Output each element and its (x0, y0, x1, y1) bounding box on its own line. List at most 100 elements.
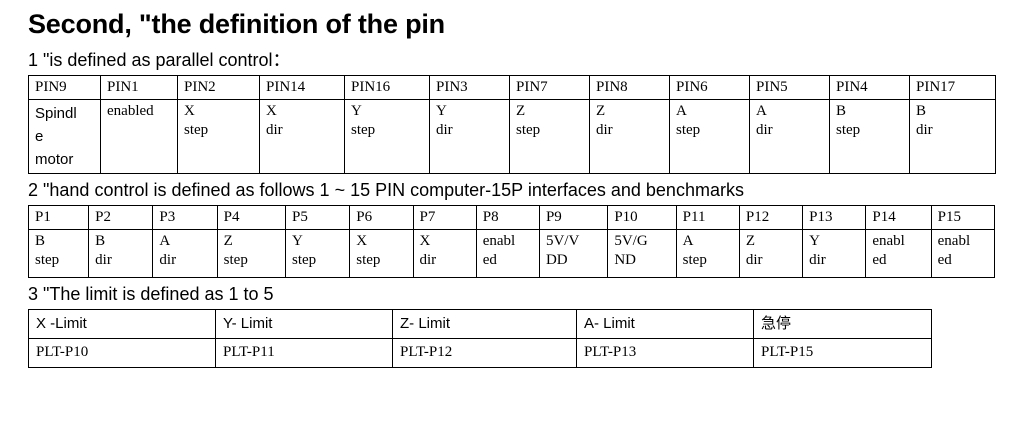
section-heading-parallel: 1 "is defined as parallel control： (28, 50, 291, 70)
cell-line: step (184, 122, 209, 138)
table-cell: B dir (88, 229, 154, 278)
table-row-header: X -Limit Y- Limit Z- Limit A- Limit 急停 (28, 309, 932, 339)
cell-line: DD (545, 252, 568, 268)
cell-line: step (516, 122, 541, 138)
cell-line: Z (745, 233, 756, 249)
table-cell: Z dir (589, 99, 670, 174)
table-header-cell: PIN6 (669, 75, 750, 100)
table-header-cell: Y- Limit (215, 309, 393, 339)
table-cell: PLT-P13 (576, 338, 754, 368)
table-cell: Y step (285, 229, 351, 278)
table-cell: 5V/V DD (538, 229, 609, 278)
table-cell: B step (829, 99, 910, 174)
table-header-cell: P2 (88, 205, 154, 230)
cell-line: dir (436, 122, 453, 138)
cell-line: dir (159, 252, 177, 268)
document-body: Second, "the definition of the pin 1 "is… (27, 0, 996, 368)
cell-line: Z (223, 233, 233, 249)
table-cell: PLT-P10 (28, 338, 216, 368)
table-header-cell: PIN9 (28, 75, 101, 100)
table-header-cell: P15 (930, 205, 996, 230)
cell-line: Y (351, 103, 362, 119)
table-cell: X dir (412, 229, 477, 278)
cell-line: dir (756, 122, 773, 138)
cell-line: Z (596, 103, 606, 119)
page-title: Second, "the definition of the pin (28, 9, 445, 39)
table-row-header: PIN9 PIN1 PIN2 PIN14 PIN16 PIN3 PIN7 PIN… (28, 75, 996, 100)
table-row: Spindl e motor enabled X step X dir Y (28, 99, 996, 174)
handcontrol-pin-table: P1 P2 P3 P4 P5 P6 P7 P8 P9 P10 P11 P12 P… (27, 205, 996, 278)
section-heading-limit: 3 "The limit is defined as 1 to 5 (28, 284, 274, 304)
table-header-cell: P6 (349, 205, 414, 230)
table-cell: enabled (100, 99, 178, 174)
cell-line: dir (419, 252, 437, 268)
cell-line: A (756, 103, 767, 119)
cell-line: step (356, 252, 381, 268)
cell-line: dir (266, 122, 283, 138)
table-header-cell: P5 (285, 205, 351, 230)
cell-line: step (223, 252, 248, 268)
table-header-cell: A- Limit (576, 309, 754, 339)
table-cell: PLT-P12 (392, 338, 577, 368)
section-heading-handcontrol: 2 "hand control is defined as follows 1 … (28, 180, 744, 200)
cell-line: dir (745, 252, 763, 268)
table-cell: PLT-P11 (215, 338, 393, 368)
cell-line: motor (35, 151, 74, 168)
table-cell: Y dir (429, 99, 510, 174)
table-cell: Y dir (802, 229, 867, 278)
table-header-cell: PIN5 (749, 75, 830, 100)
cell-line: B (836, 103, 847, 119)
table-cell: A dir (749, 99, 830, 174)
cell-line: step (292, 252, 317, 268)
cell-line: Y (436, 103, 447, 119)
cell-line: dir (95, 252, 112, 268)
table-header-cell: PIN17 (909, 75, 996, 100)
table-cell: X dir (259, 99, 345, 174)
table-header-cell: P11 (675, 205, 740, 230)
table-header-cell: PIN4 (829, 75, 910, 100)
cell-line: dir (596, 122, 613, 138)
table-cell: X step (349, 229, 414, 278)
limit-switch-table: X -Limit Y- Limit Z- Limit A- Limit 急停 P… (28, 309, 932, 368)
cell-line: A (676, 103, 687, 119)
table-cell: B dir (909, 99, 996, 174)
cell-line: enabl (872, 233, 905, 249)
cell-line: B (35, 233, 46, 249)
cell-line: A (159, 233, 171, 249)
cell-line: A (682, 233, 694, 249)
cell-line: step (351, 122, 376, 138)
table-cell: Y step (344, 99, 430, 174)
cell-line: ed (482, 252, 497, 268)
cell-line: enabl (937, 233, 971, 249)
table-header-cell: P12 (738, 205, 804, 230)
table-header-cell: P3 (152, 205, 218, 230)
table-cell: A dir (152, 229, 218, 278)
table-header-cell: P13 (802, 205, 867, 230)
table-cell: enabl ed (865, 229, 932, 278)
cell-line: dir (809, 252, 826, 268)
table-header-cell: P7 (412, 205, 477, 230)
table-cell: Spindl e motor (28, 99, 101, 174)
cell-line: Spindl (35, 105, 77, 122)
table-cell: enabl ed (475, 229, 540, 278)
table-header-cell: P1 (27, 205, 90, 230)
cell-line: Y (292, 233, 303, 249)
cell-line: e (35, 128, 44, 145)
cell-line: X (356, 233, 368, 249)
table-header-cell: P8 (475, 205, 540, 230)
cell-line: 5V/V (545, 233, 580, 249)
cell-line: enabled (107, 103, 154, 119)
parallel-pin-table: PIN9 PIN1 PIN2 PIN14 PIN16 PIN3 PIN7 PIN… (28, 75, 996, 174)
table-header-cell: P14 (865, 205, 932, 230)
table-header-cell: X -Limit (28, 309, 216, 339)
table-header-cell: PIN3 (429, 75, 510, 100)
table-header-cell: PIN2 (177, 75, 260, 100)
table-row-header: P1 P2 P3 P4 P5 P6 P7 P8 P9 P10 P11 P12 P… (27, 205, 996, 230)
cell-line: B (916, 103, 927, 119)
cell-line: step (682, 252, 707, 268)
table-cell: enabl ed (930, 229, 996, 278)
table-cell: A step (669, 99, 750, 174)
table-header-cell: PIN14 (259, 75, 345, 100)
table-header-cell: PIN8 (589, 75, 670, 100)
table-cell: Z dir (738, 229, 804, 278)
